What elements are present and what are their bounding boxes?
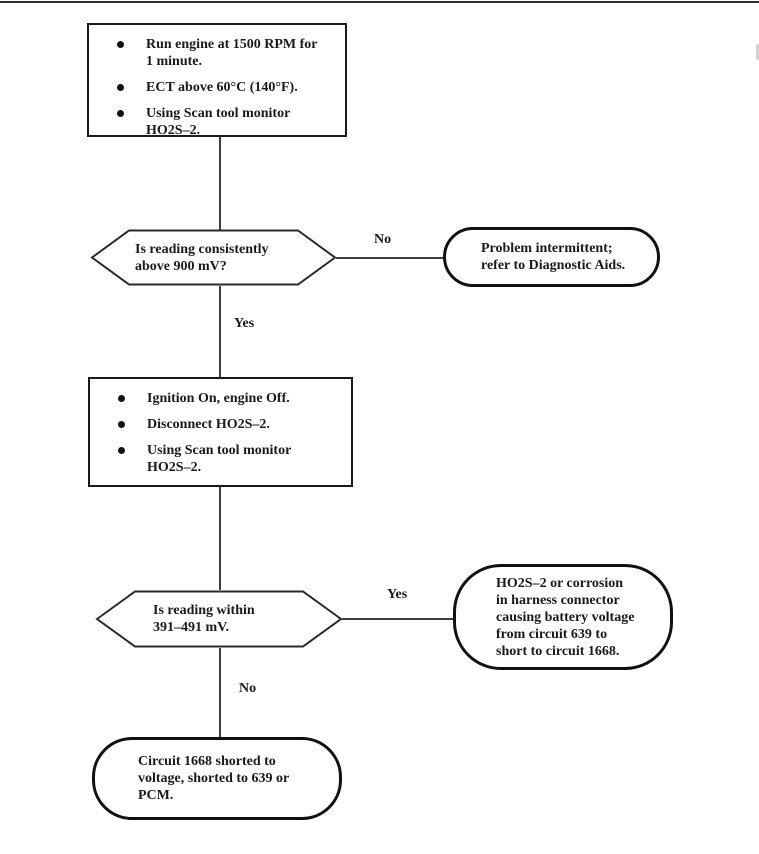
step2-bullet-1: Ignition On, engine Off.	[118, 390, 347, 407]
bullet-icon	[117, 41, 124, 48]
step1-bullet-2-text: ECT above 60°C (140°F).	[146, 80, 298, 95]
result-yes2-text: HO2S–2 or corrosion in harness connector…	[496, 575, 635, 659]
bullet-icon	[117, 84, 124, 91]
hexagon-shape	[95, 590, 343, 648]
step1-bullet-1-text: Run engine at 1500 RPM for 1 minute.	[146, 37, 318, 69]
node-step1: Run engine at 1500 RPM for 1 minute. ECT…	[87, 23, 347, 139]
node-step2: Ignition On, engine Off. Disconnect HO2S…	[88, 377, 353, 487]
hexagon-shape	[90, 229, 337, 286]
connector-decision2-resultyes2	[342, 618, 456, 620]
decision2-text: Is reading within 391–491 mV.	[153, 603, 255, 635]
connector-step2-decision2	[219, 487, 221, 590]
bullet-icon	[118, 421, 125, 428]
node-result-yes2: HO2S–2 or corrosion in harness connector…	[453, 564, 673, 670]
step1-bullet-1: Run engine at 1500 RPM for 1 minute.	[117, 36, 341, 70]
step1-bullet-3: Using Scan tool monitor HO2S–2.	[117, 105, 341, 139]
bullet-icon	[118, 447, 125, 454]
node-result-no2: Circuit 1668 shorted to voltage, shorted…	[92, 737, 342, 820]
step2-bullet-3-text: Using Scan tool monitor HO2S–2.	[147, 443, 292, 475]
step1-bullet-2: ECT above 60°C (140°F).	[117, 79, 341, 96]
connector-decision2-resultno2	[219, 648, 221, 737]
connector-decision1-resultno1	[336, 257, 446, 259]
edge-label-decision2-yes: Yes	[387, 587, 408, 602]
node-decision2: Is reading within 391–491 mV.	[95, 590, 343, 648]
bullet-icon	[118, 395, 125, 402]
result-no1-text: Problem intermittent; refer to Diagnosti…	[481, 241, 626, 273]
edge-label-decision1-no: No	[374, 232, 392, 247]
step2-bullet-2-text: Disconnect HO2S–2.	[147, 417, 270, 432]
result-no2-text: Circuit 1668 shorted to voltage, shorted…	[138, 754, 290, 803]
top-rule-divider	[0, 1, 759, 3]
decision1-text: Is reading consistently above 900 mV?	[135, 241, 269, 274]
edge-label-decision2-no: No	[239, 681, 257, 696]
connector-decision1-step2	[219, 286, 221, 377]
step2-bullet-2: Disconnect HO2S–2.	[118, 416, 347, 433]
step1-bullet-3-text: Using Scan tool monitor HO2S–2.	[146, 106, 291, 138]
bullet-icon	[117, 110, 124, 117]
step2-bullet-1-text: Ignition On, engine Off.	[147, 391, 290, 406]
edge-label-decision1-yes: Yes	[234, 316, 255, 331]
connector-step1-decision1	[219, 137, 221, 230]
page-edge-artifact	[756, 44, 759, 60]
step2-bullet-3: Using Scan tool monitor HO2S–2.	[118, 442, 347, 476]
node-decision1: Is reading consistently above 900 mV?	[90, 229, 337, 286]
node-result-no1: Problem intermittent; refer to Diagnosti…	[443, 227, 660, 287]
